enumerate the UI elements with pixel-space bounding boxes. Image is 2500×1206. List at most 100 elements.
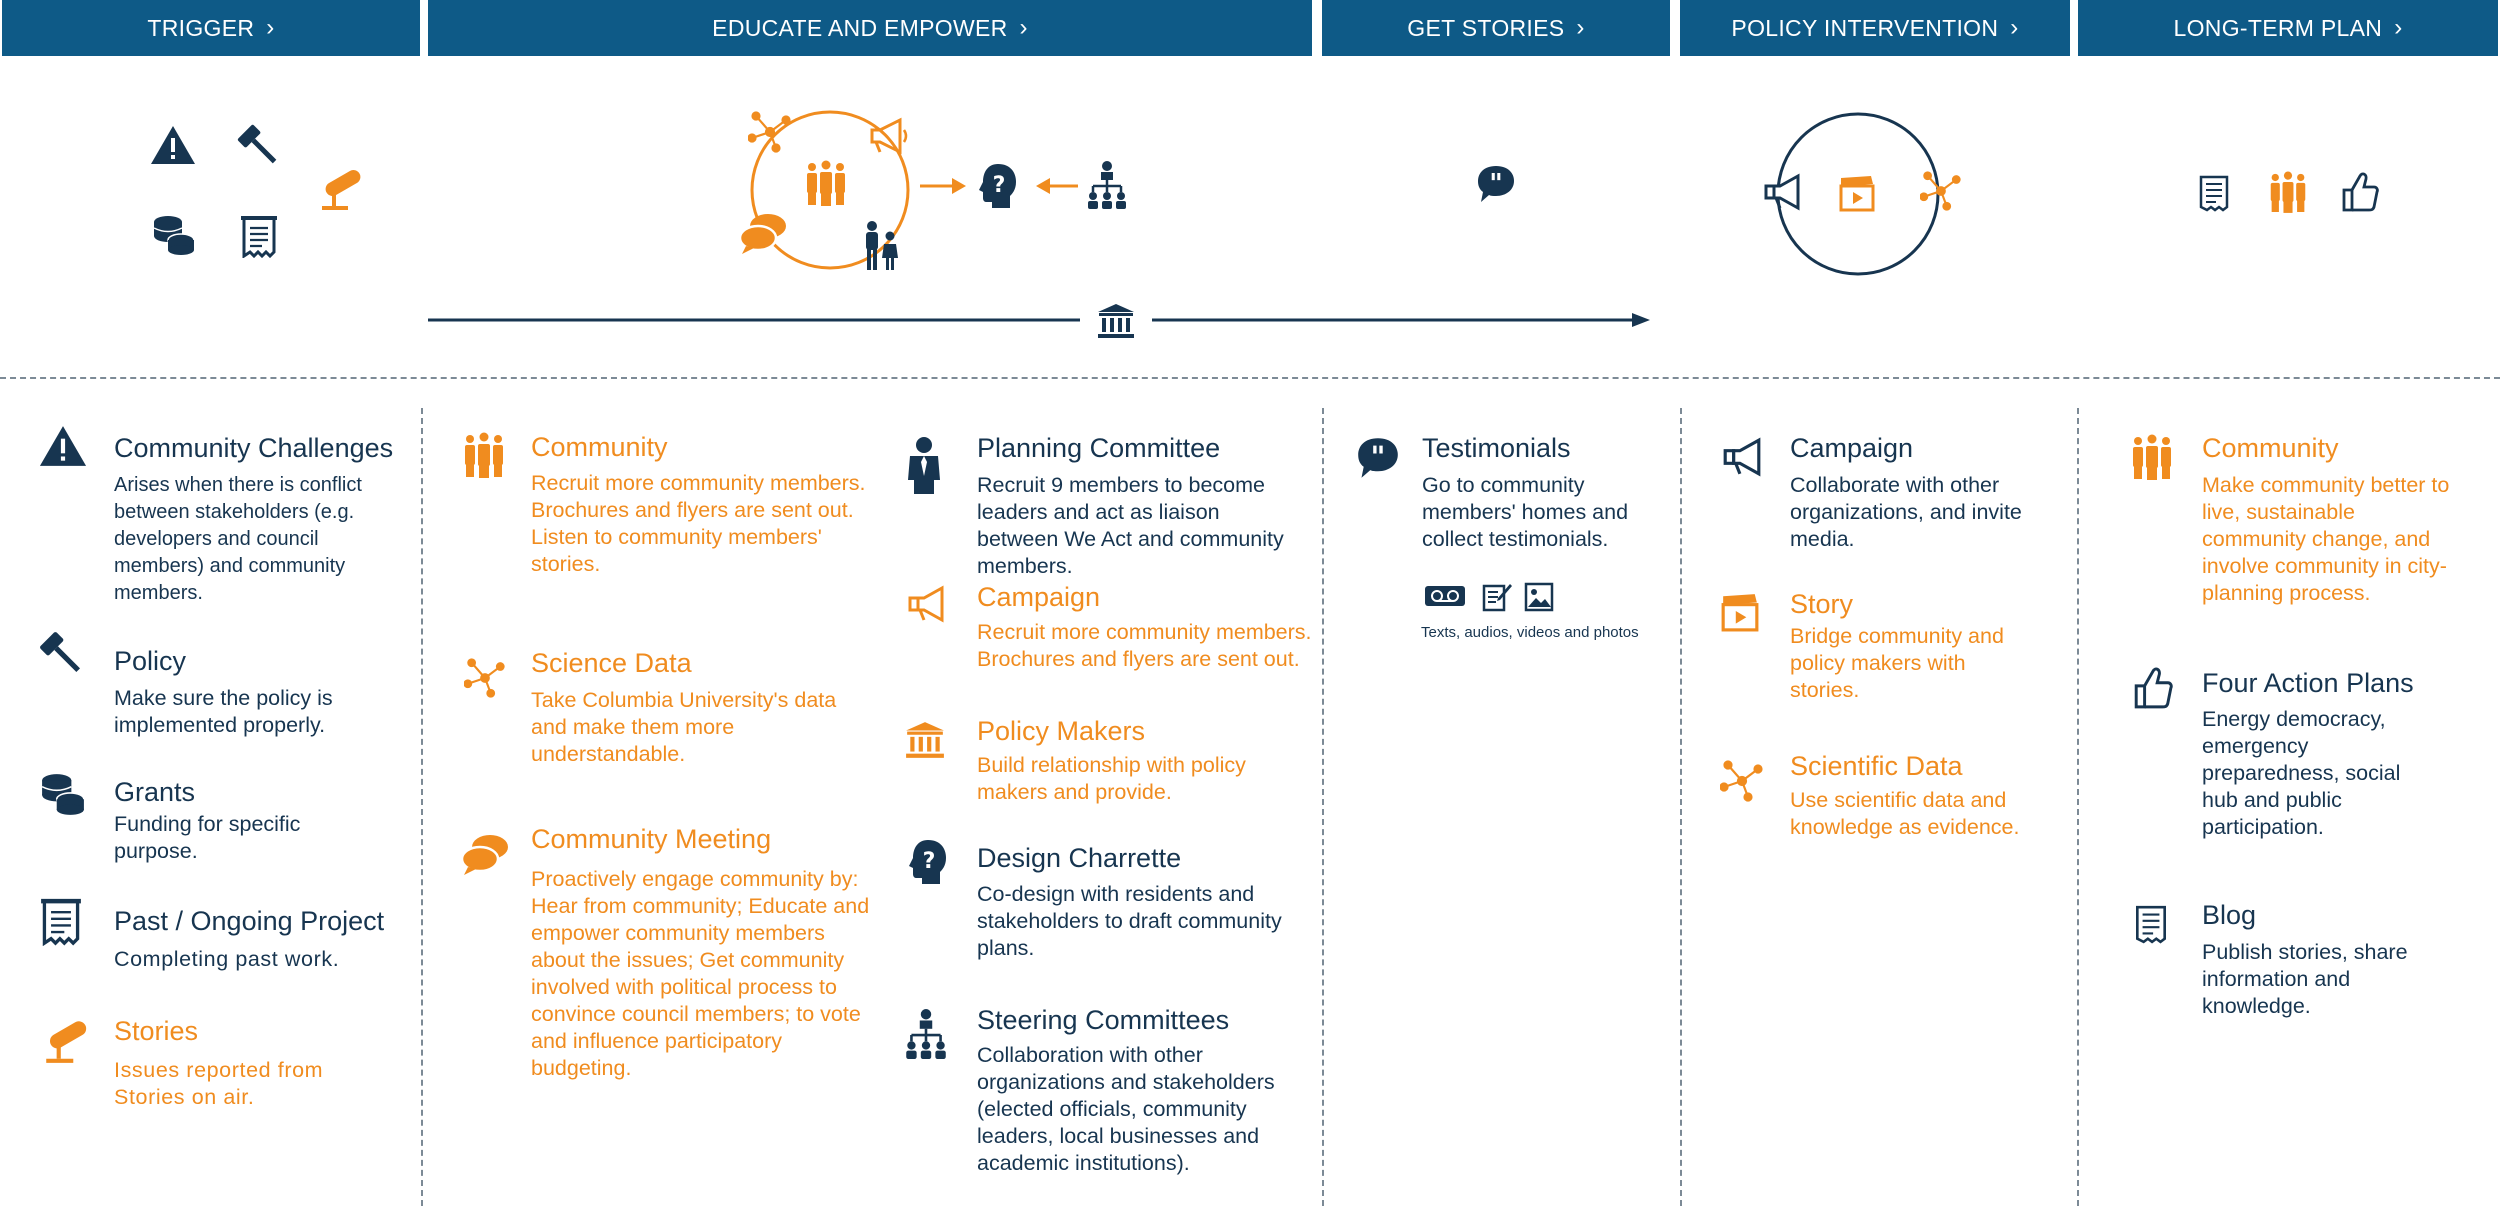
microphone-icon [322, 169, 361, 210]
microphone-icon [46, 1021, 87, 1063]
thumbs-up-icon [2342, 172, 2379, 212]
people-icon [2270, 171, 2306, 213]
header-get-stories-label: GET STORIES [1407, 14, 1565, 41]
government-building-icon [906, 722, 944, 758]
header-get-stories: GET STORIES › [1322, 0, 1670, 56]
item-title: Story [1790, 589, 1854, 619]
column-divider [1680, 408, 1682, 1206]
item-title: Steering Committees [977, 1005, 1230, 1035]
org-chart-icon [906, 1009, 946, 1059]
quote-bubble-icon: " [1358, 438, 1398, 478]
header-long-term-plan-label: LONG-TERM PLAN [2173, 14, 2383, 41]
item-title: Blog [2202, 900, 2257, 930]
item-title: Campaign [1790, 433, 1914, 463]
photo-icon [1524, 582, 1554, 612]
document-icon [41, 898, 81, 946]
item-title: Stories [114, 1016, 199, 1046]
svg-text:?: ? [993, 173, 1006, 198]
item-body: Make community better to live, sustainab… [2202, 473, 2450, 605]
item-body: Build relationship with policy makers an… [977, 753, 1246, 804]
chevron-right-icon: › [1019, 14, 1028, 41]
header-long-term-plan: LONG-TERM PLAN › [2078, 0, 2498, 56]
speech-bubbles-icon [738, 214, 786, 254]
item-title: Community Challenges [114, 433, 394, 463]
chevron-right-icon: › [1576, 14, 1585, 41]
header-educate-empower: EDUCATE AND EMPOWER› [428, 0, 1312, 56]
item-title: Policy [114, 646, 187, 676]
document-icon [2136, 905, 2166, 944]
item-title: Design Charrette [977, 843, 1182, 873]
coins-icon [153, 216, 195, 255]
gavel-icon [237, 124, 277, 164]
government-building-icon [1098, 304, 1134, 338]
item-body: Funding for specific purpose. [114, 812, 301, 863]
coins-icon [41, 774, 85, 815]
clapperboard-icon [1839, 176, 1875, 212]
megaphone-icon [1723, 437, 1761, 477]
org-chart-icon [1088, 161, 1126, 209]
item-title: Four Action Plans [2202, 668, 2414, 698]
arrow-right-icon [920, 178, 966, 194]
item-title: Testimonials [1422, 433, 1571, 463]
item-body: Take Columbia University's data and make… [531, 688, 837, 766]
people-icon [2133, 434, 2171, 480]
head-question-icon: ? [979, 164, 1016, 208]
people-icon [465, 432, 503, 478]
educate-cycle-circle [750, 110, 910, 270]
timeline-arrow [428, 313, 1650, 327]
horizontal-divider [0, 377, 2500, 379]
item-body: Recruit more community members. Brochure… [977, 620, 1312, 671]
item-title: Community Meeting [531, 824, 772, 854]
column-divider [421, 408, 423, 1206]
media-caption: Texts, audios, videos and photos [1421, 624, 1639, 641]
clapperboard-icon [1721, 594, 1759, 632]
item-body: Energy democracy, emergency preparedness… [2202, 707, 2401, 839]
chevron-right-icon: › [2010, 14, 2019, 41]
item-title: Planning Committee [977, 433, 1221, 463]
warning-icon [151, 126, 195, 164]
people-icon [807, 160, 845, 206]
item-title: Campaign [977, 582, 1101, 612]
svg-text:": " [1371, 440, 1386, 474]
quote-bubble-icon: " [1478, 166, 1514, 202]
warning-icon [39, 426, 87, 466]
item-body: Recruit more community members. Brochure… [531, 471, 866, 576]
header-trigger-label: TRIGGER [147, 14, 255, 41]
video-camera-icon [1425, 586, 1465, 606]
network-icon [1720, 760, 1763, 802]
item-title: Community [531, 432, 668, 462]
header-policy-intervention: POLICY INTERVENTION › [1680, 0, 2070, 56]
item-body: Recruit 9 members to become leaders and … [977, 473, 1284, 578]
item-body: Completing past work. [114, 947, 340, 971]
megaphone-icon [870, 117, 908, 155]
item-body: Collaborate with other organizations, an… [1790, 473, 2022, 551]
item-title: Policy Makers [977, 716, 1146, 746]
item-title: Past / Ongoing Project [114, 906, 385, 936]
item-body: Proactively engage community by: Hear fr… [531, 867, 870, 1080]
column-divider [1322, 408, 1324, 1206]
item-body: Use scientific data and knowledge as evi… [1790, 788, 2020, 839]
chevron-right-icon: › [2394, 14, 2403, 41]
header-trigger: TRIGGER › [2, 0, 420, 56]
item-body: Collaboration with other organizations a… [977, 1043, 1275, 1175]
family-icon [866, 221, 898, 270]
chevron-right-icon: › [266, 14, 275, 41]
notepad-pen-icon [1482, 584, 1512, 612]
network-icon [1920, 171, 1961, 211]
item-title: Scientific Data [1790, 751, 1963, 781]
network-icon [748, 111, 791, 153]
document-icon [241, 216, 277, 258]
item-title: Science Data [531, 648, 692, 678]
svg-text:?: ? [923, 849, 936, 874]
item-body: Make sure the policy is implemented prop… [114, 686, 333, 737]
item-title: Grants [114, 777, 196, 807]
speech-bubbles-icon [460, 835, 508, 875]
header-policy-intervention-label: POLICY INTERVENTION [1731, 14, 1999, 41]
document-icon [2199, 175, 2229, 212]
item-title: Community [2202, 433, 2339, 463]
svg-text:": " [1489, 169, 1503, 199]
item-body: Issues reported from Stories on air. [114, 1058, 324, 1109]
column-divider [2077, 408, 2079, 1206]
gavel-icon [40, 632, 81, 673]
item-body: Co-design with residents and stakeholder… [977, 882, 1282, 960]
